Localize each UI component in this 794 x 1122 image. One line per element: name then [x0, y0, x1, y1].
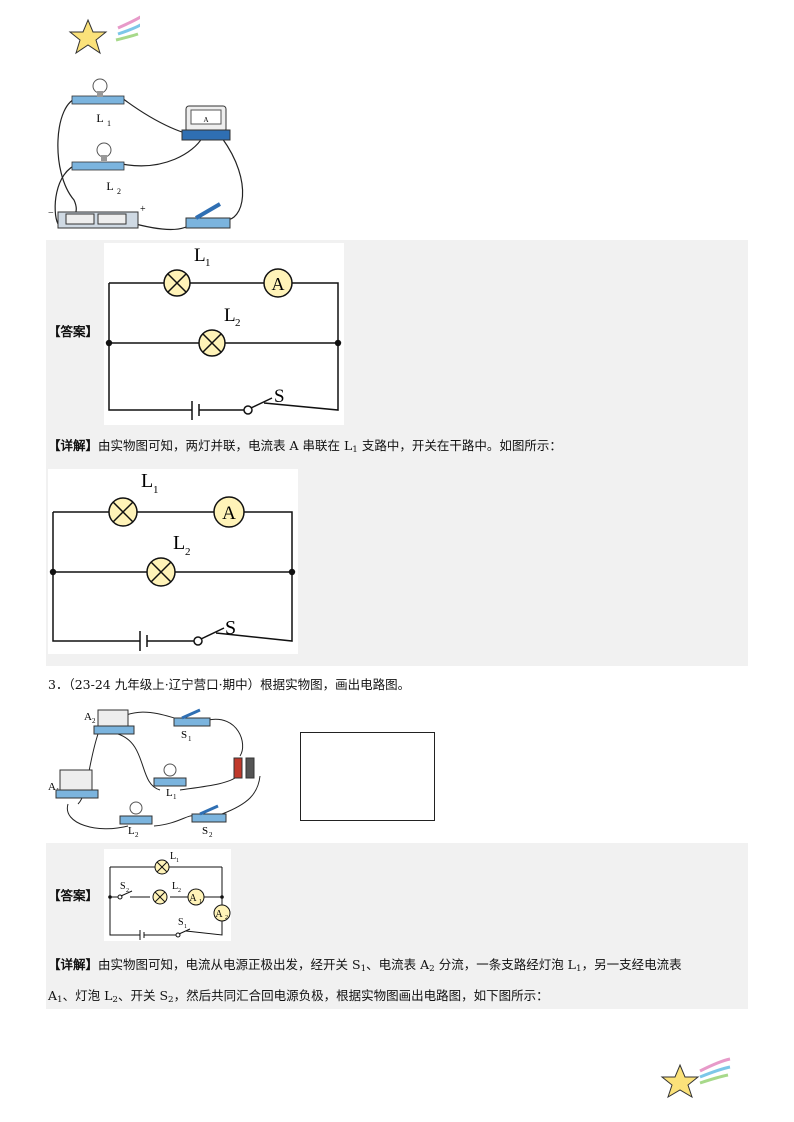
drawing-answer-box[interactable]	[300, 732, 435, 821]
svg-text:L: L	[170, 851, 176, 862]
svg-text:A: A	[215, 909, 223, 920]
physical-circuit-image-2: A2 S1 A1 L1 L2 S2	[48, 708, 261, 839]
svg-text:−: −	[48, 208, 54, 219]
bulb-L2-icon	[146, 557, 176, 587]
svg-text:+: +	[140, 204, 146, 215]
svg-text:1: 1	[184, 924, 187, 930]
svg-text:A: A	[272, 274, 285, 294]
svg-text:S: S	[178, 917, 184, 928]
svg-text:2: 2	[209, 831, 213, 839]
svg-text:2: 2	[178, 888, 181, 894]
ammeter-A-icon: A	[213, 496, 245, 528]
bulb-L2-icon	[152, 889, 168, 905]
svg-text:2: 2	[185, 546, 191, 558]
svg-text:L: L	[106, 179, 113, 193]
svg-text:S: S	[181, 729, 187, 741]
svg-text:2: 2	[135, 831, 139, 839]
svg-text:L: L	[194, 245, 206, 266]
detail-text-q3-line1: 【详解】由实物图可知，电流从电源正极出发，经开关 S1、电流表 A2 分流，一条…	[48, 957, 682, 975]
svg-text:1: 1	[153, 484, 159, 496]
svg-text:S: S	[274, 386, 285, 407]
svg-text:S: S	[225, 617, 236, 639]
bulb-L1-icon	[154, 859, 170, 875]
ammeter-A-icon: A	[263, 268, 293, 298]
detail-text-section2: 【详解】由实物图可知，两灯并联，电流表 A 串联在 L1 支路中，开关在干路中。…	[48, 438, 562, 456]
svg-text:1: 1	[173, 793, 177, 801]
svg-text:A: A	[222, 503, 236, 524]
svg-text:1: 1	[205, 257, 211, 269]
star-decoration-bottom	[660, 1057, 731, 1099]
svg-text:L: L	[96, 111, 103, 125]
svg-text:L: L	[224, 305, 236, 326]
detail-text-q3-line2: A1、灯泡 L2、开关 S2，然后共同汇合回电源负极，根据实物图画出电路图，如下…	[48, 988, 549, 1006]
svg-text:2: 2	[225, 915, 228, 921]
svg-text:2: 2	[92, 717, 96, 725]
star-decoration-top	[68, 15, 140, 55]
svg-text:S: S	[202, 825, 208, 837]
svg-text:L: L	[173, 532, 185, 554]
svg-text:A: A	[189, 893, 197, 904]
svg-text:1: 1	[176, 858, 179, 864]
answer-label: 【答案】	[48, 324, 99, 339]
svg-text:A: A	[84, 711, 92, 723]
svg-text:L: L	[128, 825, 135, 837]
question-3-text: 3．（23-24 九年级上·辽宁营口·期中）根据实物图，画出电路图。	[48, 677, 411, 692]
svg-text:A: A	[48, 781, 56, 793]
bulb-L2-icon	[198, 329, 226, 357]
svg-text:2: 2	[126, 888, 129, 894]
svg-text:1: 1	[188, 735, 192, 743]
svg-text:1: 1	[199, 899, 202, 905]
svg-text:L: L	[141, 470, 153, 492]
bulb-L1-icon	[163, 269, 191, 297]
svg-text:S: S	[120, 881, 126, 892]
svg-text:L: L	[166, 787, 173, 799]
svg-text:2: 2	[235, 317, 241, 329]
svg-text:L: L	[172, 881, 178, 892]
svg-text:2: 2	[117, 187, 121, 196]
svg-text:A: A	[203, 116, 208, 124]
bulb-L1-icon	[108, 497, 138, 527]
svg-text:1: 1	[107, 119, 111, 128]
answer-label-q3: 【答案】	[48, 888, 99, 903]
